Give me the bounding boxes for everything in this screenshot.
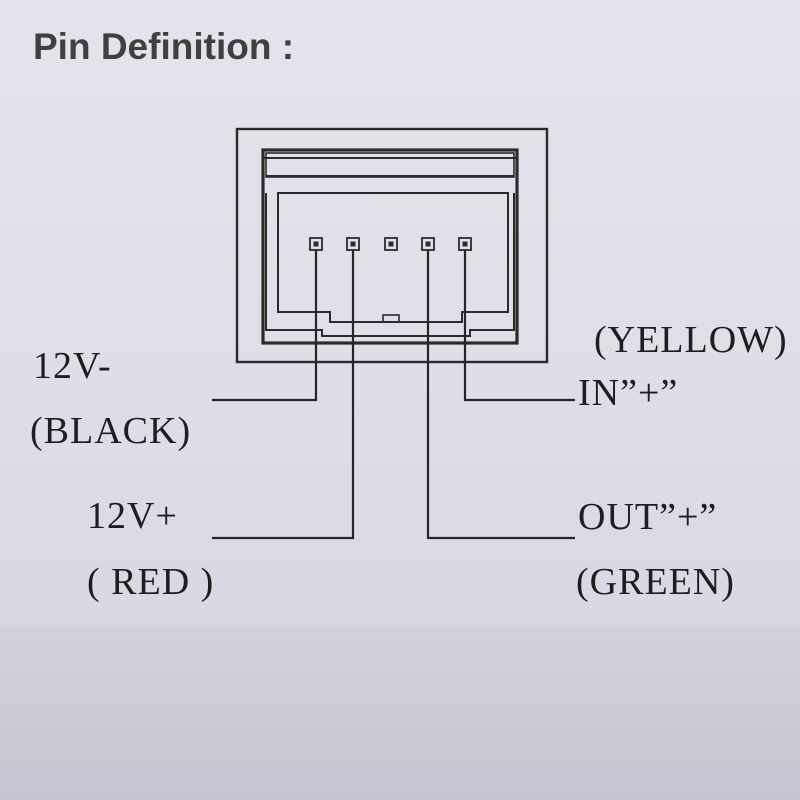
wire-in-plus xyxy=(463,250,575,402)
label-yellow: (YELLOW) xyxy=(594,319,788,361)
polarization-key xyxy=(382,314,400,323)
housing-outer-frame xyxy=(235,127,549,364)
label-green: (GREEN) xyxy=(576,561,735,603)
leader-wires xyxy=(212,250,575,540)
wire-12v-minus xyxy=(212,250,318,402)
label-12v-minus: 12V- xyxy=(33,345,112,387)
label-red: ( RED ) xyxy=(87,561,214,603)
pin-contact-1 xyxy=(309,237,323,251)
housing-latch-bar xyxy=(265,152,515,178)
label-black: (BLACK) xyxy=(30,410,191,452)
label-out-plus: OUT”+” xyxy=(578,496,717,538)
contact-cavity xyxy=(277,192,509,323)
housing-inner-frame xyxy=(261,148,519,345)
pin-contact-4 xyxy=(421,237,435,251)
lower-shadow-band xyxy=(0,625,800,800)
pin-contact-5 xyxy=(458,237,472,251)
pin-contact-3 xyxy=(384,237,398,251)
label-12v-plus: 12V+ xyxy=(87,495,178,537)
connector-housing xyxy=(235,127,549,364)
wire-12v-plus xyxy=(212,250,355,540)
pin-contacts xyxy=(309,237,472,251)
label-in-plus: IN”+” xyxy=(578,372,678,414)
cavity-wall xyxy=(265,193,515,337)
wire-out-plus xyxy=(426,250,575,540)
pin-contact-2 xyxy=(346,237,360,251)
page-title: Pin Definition : xyxy=(33,26,294,67)
pin-labels: 12V- (BLACK) 12V+ ( RED ) OUT”+” (GREEN)… xyxy=(30,319,788,603)
